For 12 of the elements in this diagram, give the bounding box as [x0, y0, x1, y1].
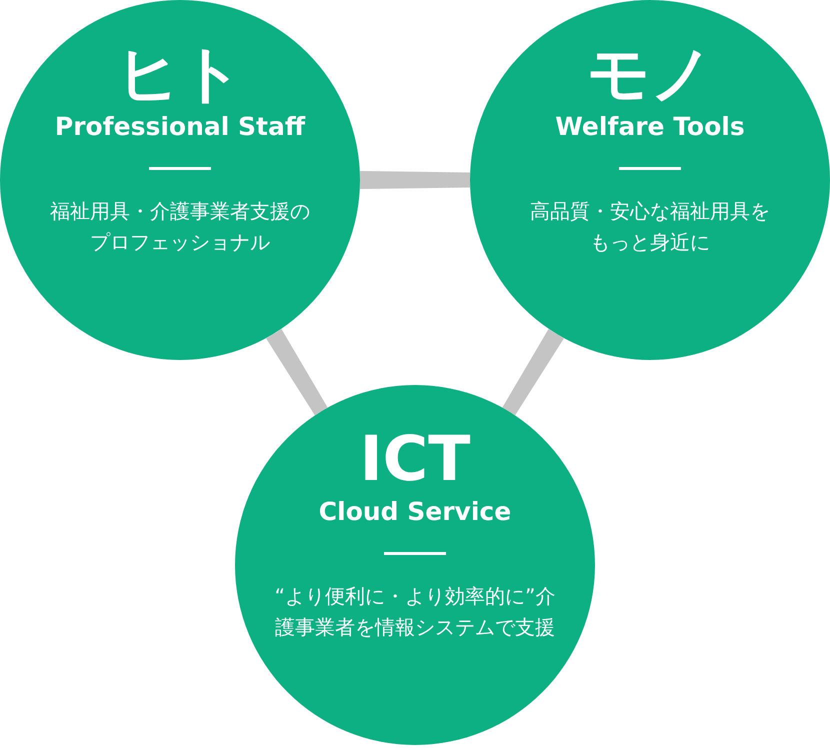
circle-subtitle: Cloud Service — [318, 497, 512, 526]
circle-heading: ICT — [360, 425, 470, 494]
circle-subtitle: Professional Staff — [54, 112, 306, 142]
circle-description: 高品質・安心な福祉用具をもっと身近に — [529, 198, 771, 256]
circle-description: 福祉用具・介護事業者支援のプロフェッショナル — [49, 198, 311, 256]
connector-line — [266, 328, 328, 416]
circle-heading: ヒト — [117, 40, 243, 108]
connector-line — [360, 171, 470, 189]
connector-line — [502, 328, 564, 416]
circle-subtitle: Welfare Tools — [555, 112, 745, 142]
circle-description: “より便利に・より効率的に”介護事業者を情報システムで支援 — [274, 583, 556, 642]
circle-heading: モノ — [587, 40, 713, 108]
